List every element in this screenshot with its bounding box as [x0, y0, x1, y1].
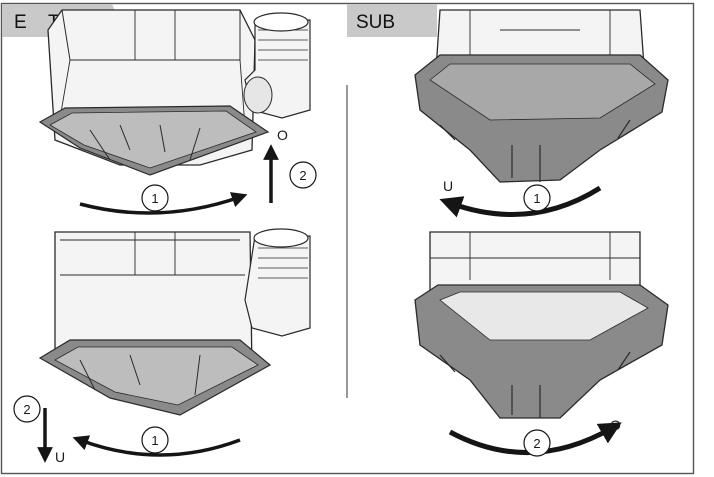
- step-2-marker: 2: [13, 395, 41, 423]
- step-1-marker: 1: [141, 426, 169, 454]
- pump-twin-top: [38, 9, 311, 176]
- pump-twin-bottom: [38, 228, 311, 416]
- step-1-marker: 1: [141, 184, 169, 212]
- svg-text:2: 2: [533, 436, 540, 451]
- svg-text:2: 2: [23, 402, 30, 417]
- pump-sub-top: [414, 9, 669, 183]
- direction-label-u: U: [55, 449, 65, 465]
- svg-text:2: 2: [299, 168, 306, 183]
- rotate-arrow-left-bottom: [72, 435, 241, 457]
- svg-text:1: 1: [151, 191, 158, 206]
- svg-text:1: 1: [533, 191, 540, 206]
- outer-frame: [0, 2, 695, 475]
- step-2-marker: 2: [289, 161, 317, 189]
- direction-label-o: O: [610, 417, 621, 433]
- tag-e-label: E: [14, 12, 27, 33]
- pump-sub-bottom: [414, 231, 669, 419]
- svg-text:1: 1: [151, 433, 158, 448]
- direction-label-o: O: [277, 127, 288, 143]
- direction-label-u: U: [443, 178, 453, 194]
- step-1-marker: 1: [523, 184, 551, 212]
- step-2-marker: 2: [523, 429, 551, 457]
- rotate-arrow-right-top: [439, 185, 602, 218]
- tag-sub-label: SUB: [356, 12, 395, 33]
- tag-sub: SUB: [347, 4, 437, 37]
- rotate-arrow-left-top: [79, 192, 248, 215]
